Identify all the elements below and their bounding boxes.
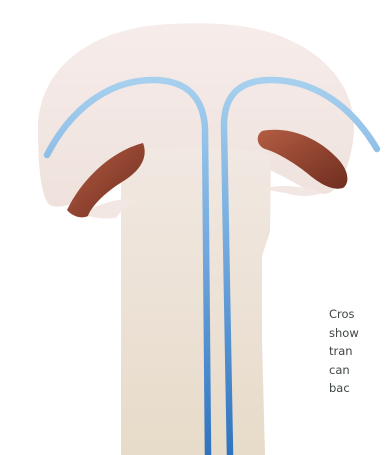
- diagram-caption: Cros show tran can bac: [329, 305, 390, 398]
- caption-line-3: tran: [329, 342, 390, 361]
- caption-line-4: can: [329, 361, 390, 380]
- mushroom-stem: [121, 146, 271, 455]
- caption-line-1: Cros: [329, 305, 390, 324]
- caption-line-2: show: [329, 324, 390, 343]
- caption-line-5: bac: [329, 379, 390, 398]
